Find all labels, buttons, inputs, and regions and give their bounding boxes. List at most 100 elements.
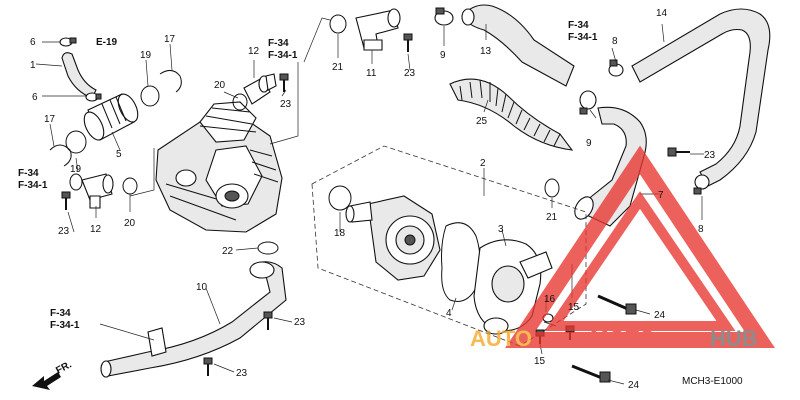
callout-23-left[interactable]: 23 (58, 226, 70, 237)
ref-f34-top[interactable]: F-34 (268, 38, 289, 49)
callout-17-upper[interactable]: 17 (164, 34, 176, 45)
pump-assembly-outline (311, 145, 587, 347)
callout-2[interactable]: 2 (480, 158, 486, 169)
o-ring-part-19-upper[interactable] (140, 85, 160, 107)
callout-1[interactable]: 1 (30, 60, 36, 71)
o-ring-part-19-left[interactable] (69, 173, 83, 191)
callout-24-lower[interactable]: 24 (628, 380, 640, 391)
callout-8-lower[interactable]: 8 (698, 224, 704, 235)
callout-23-pipe-upper[interactable]: 23 (294, 317, 306, 328)
ref-f341-bottom[interactable]: F-34-1 (50, 320, 80, 331)
callout-16[interactable]: 16 (544, 294, 556, 305)
bolt-part-24-upper[interactable] (597, 294, 637, 315)
bolt-part-23-right[interactable] (667, 147, 690, 157)
clamp-part-6-top[interactable] (59, 37, 77, 47)
callout-6-top[interactable]: 6 (30, 37, 36, 48)
o-ring-part-19-lower[interactable] (65, 130, 87, 154)
callout-6-bottom[interactable]: 6 (32, 92, 38, 103)
ref-f34-left[interactable]: F-34 (18, 168, 39, 179)
callout-20-upper[interactable]: 20 (214, 80, 226, 91)
o-ring-part-21-right[interactable] (544, 178, 560, 198)
fitting-part-12-upper[interactable] (243, 73, 277, 105)
callout-9-mid[interactable]: 9 (586, 138, 592, 149)
clamp-part-8-upper[interactable] (608, 59, 624, 77)
callout-19-upper[interactable]: 19 (140, 50, 152, 61)
callout-15-lower[interactable]: 15 (534, 356, 546, 367)
ref-f341-right[interactable]: F-34-1 (568, 32, 598, 43)
callout-7[interactable]: 7 (658, 190, 664, 201)
front-arrow-icon (32, 372, 61, 390)
clip-part-17-lower[interactable] (49, 144, 72, 167)
ref-f34-bottom[interactable]: F-34 (50, 308, 71, 319)
clamp-part-9-mid[interactable] (579, 90, 597, 115)
watermark-logo: AUTO MOTO HUB (470, 145, 775, 351)
callout-3[interactable]: 3 (498, 224, 504, 235)
tube-part-5[interactable] (80, 91, 142, 143)
callout-8-upper[interactable]: 8 (612, 36, 618, 47)
callout-24-upper[interactable]: 24 (654, 310, 666, 321)
bolt-part-23-top[interactable] (403, 33, 413, 52)
bolt-part-23-pipe-upper[interactable] (263, 311, 273, 330)
gasket-part-4[interactable] (441, 222, 481, 302)
callout-4[interactable]: 4 (446, 308, 452, 319)
callout-5[interactable]: 5 (116, 149, 122, 160)
callout-23-pipe-lower[interactable]: 23 (236, 368, 248, 379)
clamp-part-8-lower[interactable] (693, 174, 710, 195)
pump-cover-part-3[interactable] (473, 239, 553, 335)
callout-21-top[interactable]: 21 (332, 62, 344, 73)
o-ring-part-18[interactable] (328, 185, 352, 211)
callout-10[interactable]: 10 (196, 282, 208, 293)
callout-20-lower[interactable]: 20 (124, 218, 136, 229)
ref-f341-left[interactable]: F-34-1 (18, 180, 48, 191)
clamp-part-6-bottom[interactable] (85, 92, 102, 102)
clip-part-17-upper[interactable] (159, 70, 182, 93)
callout-23-upper-mid[interactable]: 23 (280, 99, 292, 110)
callout-9-top[interactable]: 9 (440, 50, 446, 61)
watermark-moto: MOTO (590, 326, 656, 351)
ref-f341-top[interactable]: F-34-1 (268, 50, 298, 61)
watermark-hub: HUB (710, 326, 758, 351)
watermark-triangle-icon (505, 145, 775, 348)
hose-part-14[interactable] (631, 8, 771, 187)
callout-12-lower[interactable]: 12 (90, 224, 102, 235)
callout-25[interactable]: 25 (476, 116, 488, 127)
callout-19-lower[interactable]: 19 (70, 164, 82, 175)
hose-part-25[interactable] (449, 78, 574, 151)
callout-11[interactable]: 11 (366, 68, 377, 79)
bolt-part-23-pipe-lower[interactable] (203, 357, 213, 376)
elbow-part-11[interactable] (355, 8, 401, 51)
reference-labels: E-19 F-34 F-34-1 F-34 F-34-1 F-34 F-34-1… (18, 20, 743, 387)
bolt-part-23-left[interactable] (61, 191, 71, 210)
water-pump-body[interactable] (345, 195, 441, 281)
front-label: FR. (54, 359, 74, 376)
ref-f34-right[interactable]: F-34 (568, 20, 589, 31)
callout-22[interactable]: 22 (222, 246, 234, 257)
callout-23-top[interactable]: 23 (404, 68, 416, 79)
callout-12-upper[interactable]: 12 (248, 46, 260, 57)
engine-block (155, 101, 283, 233)
hose-part-13[interactable] (461, 4, 575, 87)
callout-23-right[interactable]: 23 (704, 150, 716, 161)
diagram-code: MCH3-E1000 (682, 376, 743, 387)
callout-21-right[interactable]: 21 (546, 212, 558, 223)
ref-e19[interactable]: E-19 (96, 37, 118, 48)
o-ring-part-21-top[interactable] (329, 14, 347, 34)
o-ring-part-20-upper[interactable] (232, 93, 248, 111)
watermark-auto: AUTO (470, 326, 532, 351)
callout-15-upper[interactable]: 15 (568, 302, 580, 313)
callout-18[interactable]: 18 (334, 228, 346, 239)
part-callouts: 1 6 6 5 19 17 20 12 23 17 19 12 20 23 21… (30, 8, 716, 391)
callout-13[interactable]: 13 (480, 46, 492, 57)
callout-14[interactable]: 14 (656, 8, 668, 19)
o-ring-part-22[interactable] (257, 241, 279, 255)
bolt-part-23-upper-mid[interactable] (279, 73, 289, 92)
fitting-part-12-lower[interactable] (81, 173, 114, 209)
o-ring-part-20-lower[interactable] (122, 177, 138, 195)
pipe-part-10[interactable] (100, 261, 287, 378)
clamp-part-9-top[interactable] (434, 7, 454, 26)
hose-part-1[interactable] (61, 52, 97, 99)
callout-17-lower[interactable]: 17 (44, 114, 56, 125)
bolt-part-24-lower[interactable] (571, 364, 611, 383)
